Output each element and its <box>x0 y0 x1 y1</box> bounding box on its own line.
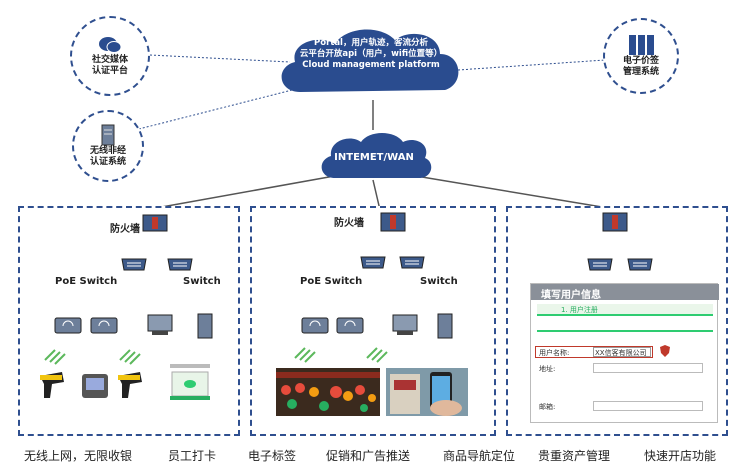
cloud-line-2: 云平台开放api（用户，wifi位置等） <box>299 49 443 59</box>
server-icon <box>101 124 115 146</box>
server-icon <box>437 313 453 339</box>
firewall-label: 防火墙 <box>334 218 364 229</box>
firewall-label: 防火墙 <box>110 224 140 235</box>
company-row-highlight <box>535 346 653 358</box>
phone-in-store-photo <box>386 368 468 416</box>
poe-switch-label: PoE Switch <box>300 276 363 287</box>
firewall-icon <box>142 214 168 232</box>
attendance-device-icon <box>82 374 108 398</box>
wifi-signal-icon <box>294 347 316 363</box>
social-auth-label-1: 社交媒体 <box>91 55 128 65</box>
barcode-scanner-icon <box>40 372 64 398</box>
cloud-platform-shape <box>281 29 459 92</box>
address-label: 地址: <box>539 365 556 373</box>
chat-icon <box>99 37 122 53</box>
esl-management-node: 电子价签 管理系统 <box>603 18 679 94</box>
form-step-underline <box>537 330 713 332</box>
bottom-label-navigation: 商品导航定位 <box>443 449 516 463</box>
esl-label-2: 管理系统 <box>622 67 659 77</box>
wifi-signal-icon <box>119 349 141 365</box>
form-title: 填写用户信息 <box>541 290 601 301</box>
registration-form: 填写用户信息 1. 用户注册 用户名称: XX信客有限公司 地址: 邮箱: <box>530 283 719 423</box>
wifi-signal-icon <box>366 347 388 363</box>
supermarket-photo <box>276 368 380 416</box>
bottom-label-esl: 电子标签 <box>248 449 297 463</box>
firewall-icon <box>380 212 406 232</box>
wan-label: INTEMET/WAN <box>334 152 414 163</box>
switch-label: Switch <box>183 276 221 287</box>
access-point-icon <box>90 317 118 334</box>
access-point-icon <box>301 317 329 334</box>
social-auth-label-2: 认证平台 <box>91 66 128 76</box>
social-auth-node: 社交媒体 认证平台 <box>70 16 150 96</box>
bottom-label-asset: 贵重资产管理 <box>538 449 611 463</box>
company-label: 用户名称: <box>539 349 570 357</box>
cloud-platform-text: Portal，用户轨迹，客流分析 云平台开放api（用户，wifi位置等） Cl… <box>282 38 460 71</box>
form-header-bar <box>531 284 719 300</box>
company-value: XX信客有限公司 <box>595 349 647 357</box>
wireless-auth-node: 无线非经 认证系统 <box>72 110 144 182</box>
access-point-icon <box>54 317 82 334</box>
poe-switch-label: PoE Switch <box>55 276 118 287</box>
access-point-icon <box>336 317 364 334</box>
cloud-line-3: Cloud management platform <box>302 60 440 70</box>
terminal-icon <box>147 314 173 335</box>
barcode-scanner-icon <box>118 372 142 398</box>
form-step-bar <box>537 304 713 316</box>
terminal-icon <box>392 314 418 335</box>
bottom-label-promotion: 促销和广告推送 <box>326 449 411 463</box>
electronic-shelf-label-icon <box>170 364 210 400</box>
switch-icon <box>167 258 193 271</box>
address-input[interactable] <box>593 363 703 373</box>
bottom-label-wifi-cashier: 无线上网，无限收银 <box>24 449 133 463</box>
wireless-auth-label-2: 认证系统 <box>89 157 126 167</box>
switch-icon <box>587 258 613 271</box>
form-step-label: 1. 用户注册 <box>561 306 598 314</box>
switch-icon <box>399 256 425 269</box>
company-input[interactable] <box>593 347 651 357</box>
switch-icon <box>121 258 147 271</box>
shield-icon <box>660 345 670 357</box>
esl-label-1: 电子价签 <box>622 56 659 66</box>
email-label: 邮箱: <box>539 403 556 411</box>
switch-icon <box>360 256 386 269</box>
server-icon <box>197 313 213 339</box>
bottom-label-attendance: 员工打卡 <box>168 449 217 463</box>
server-rack-icon <box>629 35 654 55</box>
bottom-label-store-opening: 快速开店功能 <box>644 449 717 463</box>
wifi-signal-icon <box>44 349 66 365</box>
firewall-icon <box>602 212 628 232</box>
wireless-auth-label-1: 无线非经 <box>89 146 126 156</box>
switch-icon <box>627 258 653 271</box>
cloud-line-1: Portal，用户轨迹，客流分析 <box>314 38 428 48</box>
email-input[interactable] <box>593 401 703 411</box>
cloud-wan-shape <box>321 133 432 178</box>
switch-label: Switch <box>420 276 458 287</box>
